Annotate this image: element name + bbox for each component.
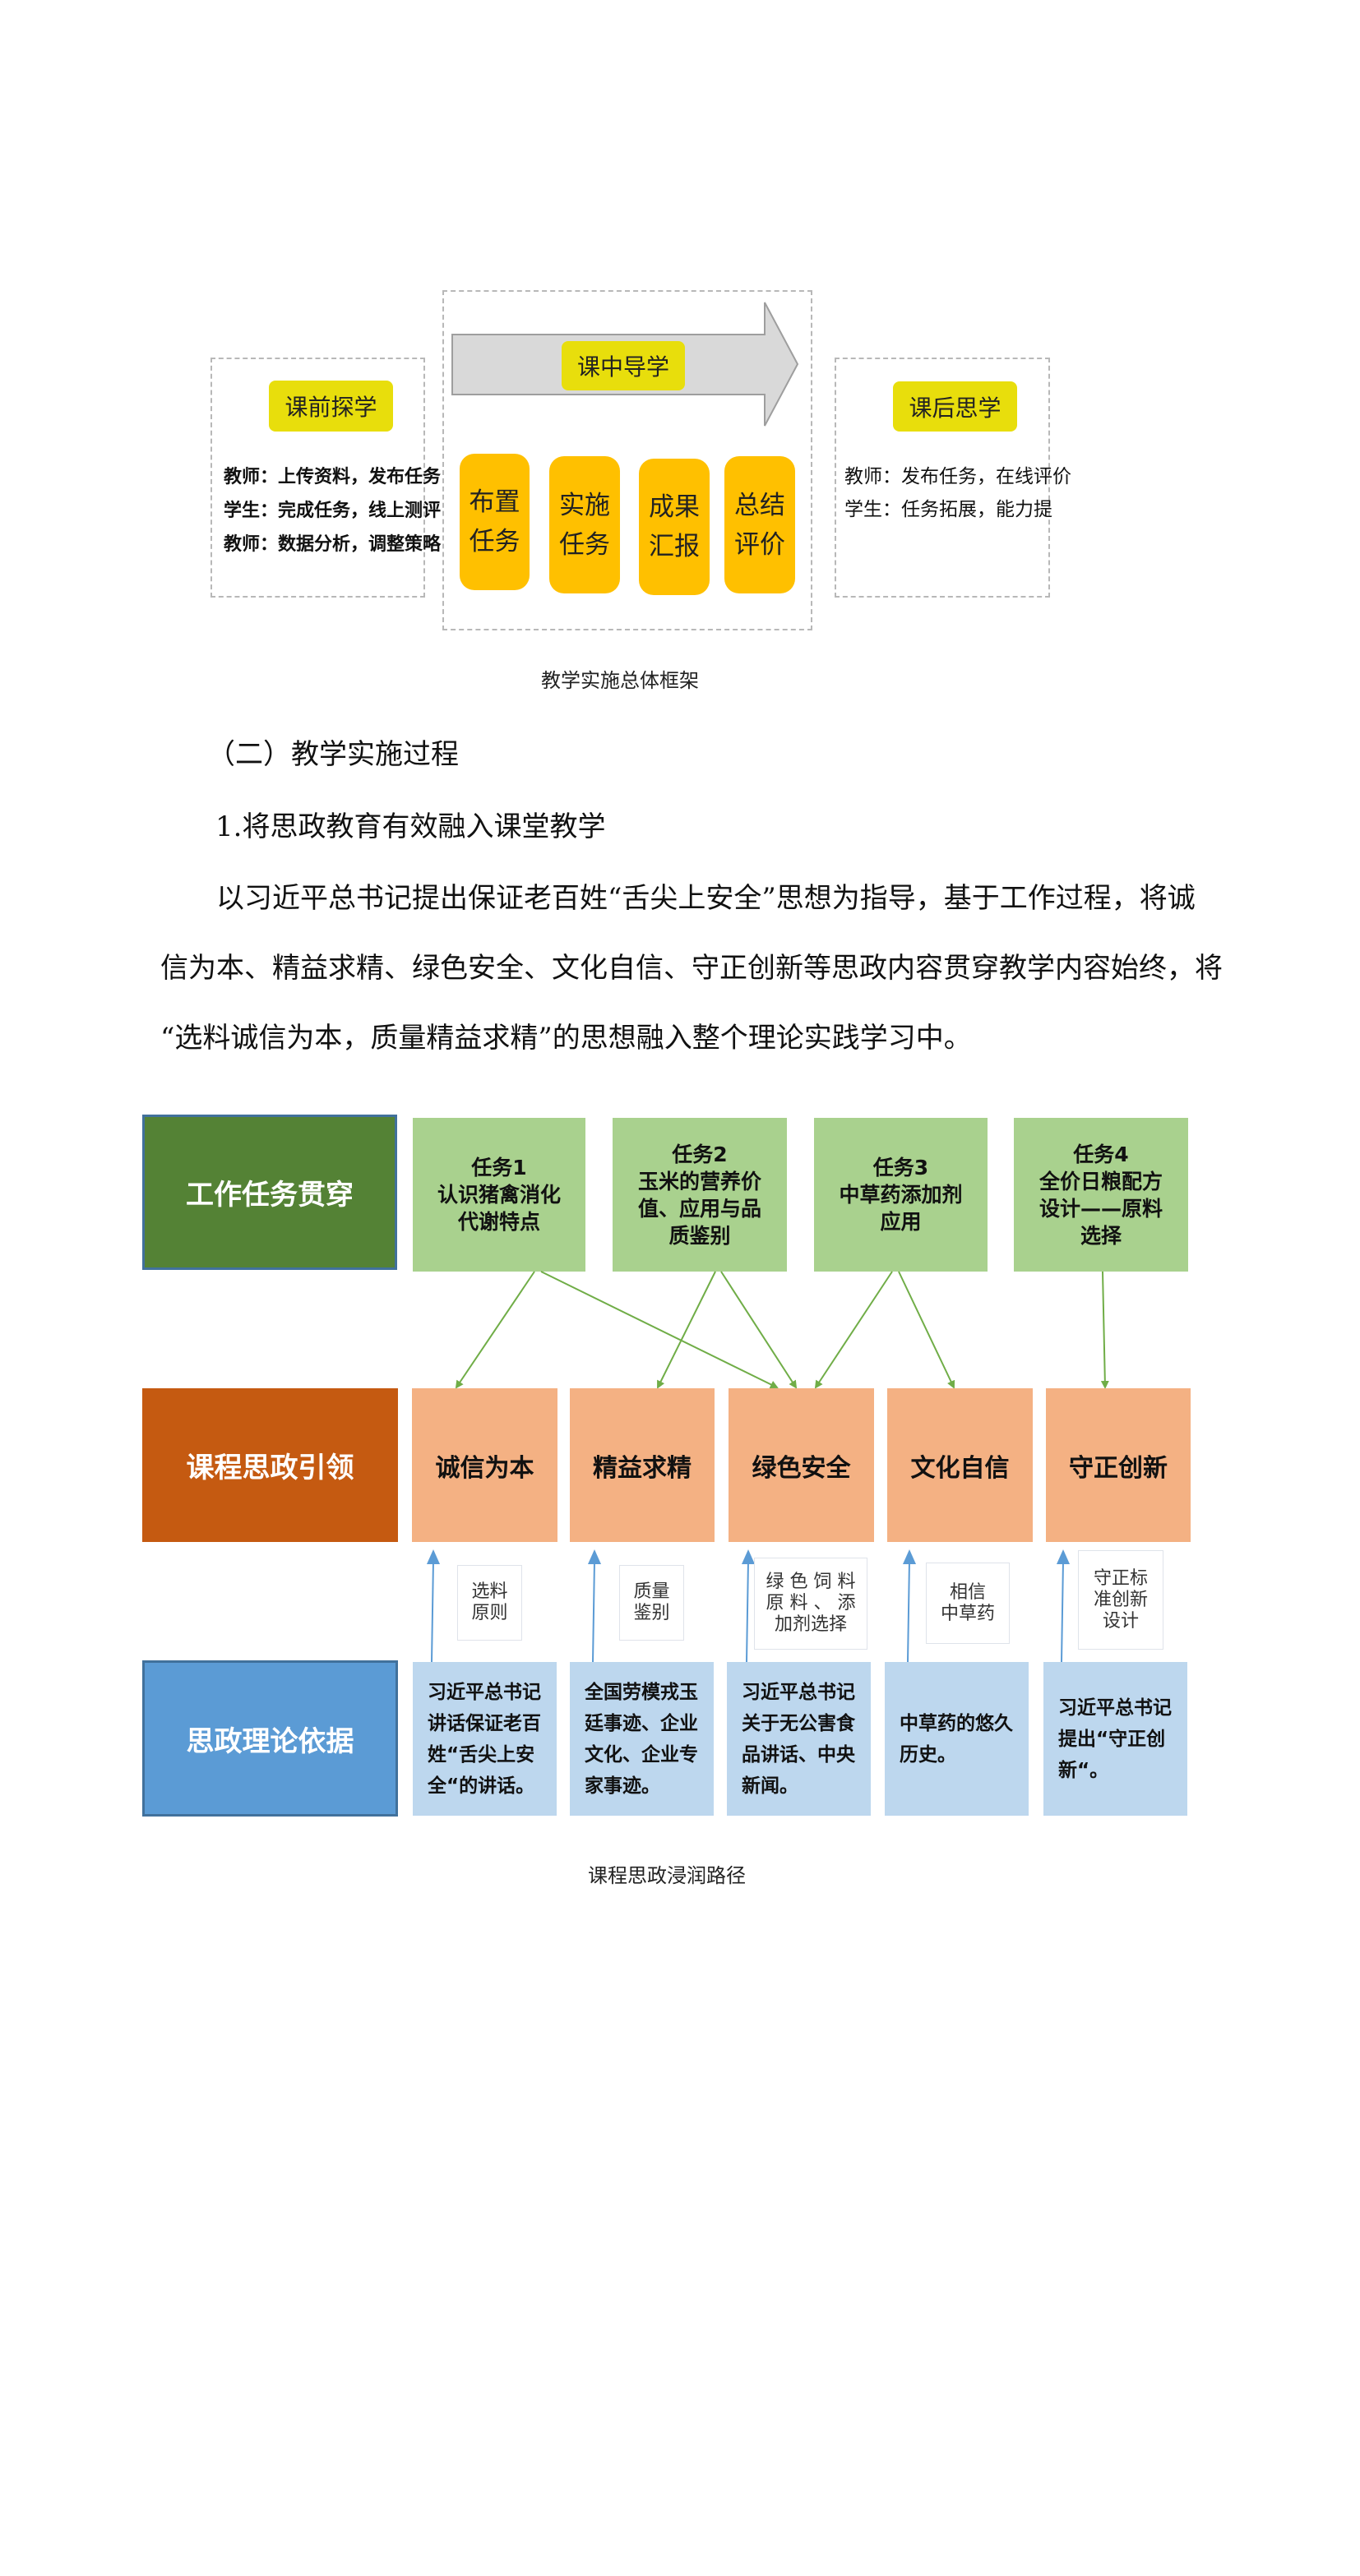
value-box-integrity: 诚信为本 <box>412 1388 557 1542</box>
paragraph-line-3: “选料诚信为本，质量精益求精”的思想融入整个理论实践学习中。 <box>160 1022 972 1055</box>
in-class-panel <box>442 290 812 630</box>
post-class-label: 课后思学 <box>893 381 1017 432</box>
task-box-3: 任务3 中草药添加剂 应用 <box>814 1118 988 1272</box>
note-quality-identification: 质量 鉴别 <box>619 1565 684 1641</box>
note-standard-innovation: 守正标 准创新 设计 <box>1078 1550 1163 1650</box>
task-box-4: 任务4 全价日粮配方 设计——原料 选择 <box>1014 1118 1188 1272</box>
value-box-excellence: 精益求精 <box>570 1388 715 1542</box>
pre-class-line-1: 教师：上传资料，发布任务 <box>224 467 442 487</box>
post-class-line-2: 学生：任务拓展，能力提 <box>844 499 1052 520</box>
paragraph-line-1: 以习近平总书记提出保证老百姓“舌尖上安全”思想为指导，基于工作过程，将诚 <box>216 882 1196 915</box>
step-assign-task: 布置 任务 <box>460 454 530 590</box>
task-box-1: 任务1 认识猪禽消化 代谢特点 <box>413 1118 585 1272</box>
value-box-cultural-confidence: 文化自信 <box>887 1388 1033 1542</box>
value-box-green-safety: 绿色安全 <box>729 1388 874 1542</box>
step-report-results: 成果 汇报 <box>639 459 710 595</box>
step-implement-task: 实施 任务 <box>549 456 620 593</box>
framework-caption: 教学实施总体框架 <box>541 669 699 692</box>
section-subheading: 1.将思政教育有效融入课堂教学 <box>215 810 606 843</box>
section-heading: （二）教学实施过程 <box>207 738 459 771</box>
note-trust-herbs: 相信 中草药 <box>926 1563 1010 1644</box>
row-label-ideological-guidance: 课程思政引领 <box>142 1388 398 1542</box>
theory-box-5: 习近平总书记 提出“守正创 新“。 <box>1043 1662 1187 1816</box>
task-box-2: 任务2 玉米的营养价 值、应用与品 质鉴别 <box>613 1118 787 1272</box>
path-diagram-caption: 课程思政浸润路径 <box>588 1864 746 1887</box>
theory-box-2: 全国劳模戎玉 廷事迹、企业 文化、企业专 家事迹。 <box>570 1662 714 1816</box>
in-class-label: 课中导学 <box>562 341 685 390</box>
pre-class-line-3: 教师：数据分析，调整策略 <box>224 534 442 555</box>
paragraph-line-2: 信为本、精益求精、绿色安全、文化自信、守正创新等思政内容贯穿教学内容始终，将 <box>160 952 1223 985</box>
note-green-feed: 绿 色 饲 料 原 料 、 添 加剂选择 <box>754 1558 867 1650</box>
pre-class-label: 课前探学 <box>269 381 393 432</box>
pre-class-panel <box>210 358 425 598</box>
row-label-theory-basis: 思政理论依据 <box>142 1660 398 1817</box>
post-class-panel <box>835 358 1050 598</box>
row-label-work-tasks: 工作任务贯穿 <box>142 1115 397 1270</box>
step-summary-evaluation: 总结 评价 <box>724 456 795 593</box>
note-material-selection: 选料 原则 <box>457 1565 522 1641</box>
value-box-innovation: 守正创新 <box>1046 1388 1191 1542</box>
pre-class-line-2: 学生：完成任务，线上测评 <box>224 501 442 521</box>
theory-box-4: 中草药的悠久 历史。 <box>885 1662 1029 1816</box>
theory-box-1: 习近平总书记 讲话保证老百 姓“舌尖上安 全“的讲话。 <box>413 1662 557 1816</box>
theory-box-3: 习近平总书记 关于无公害食 品讲话、中央 新闻。 <box>727 1662 871 1816</box>
post-class-line-1: 教师：发布任务，在线评价 <box>844 466 1071 487</box>
